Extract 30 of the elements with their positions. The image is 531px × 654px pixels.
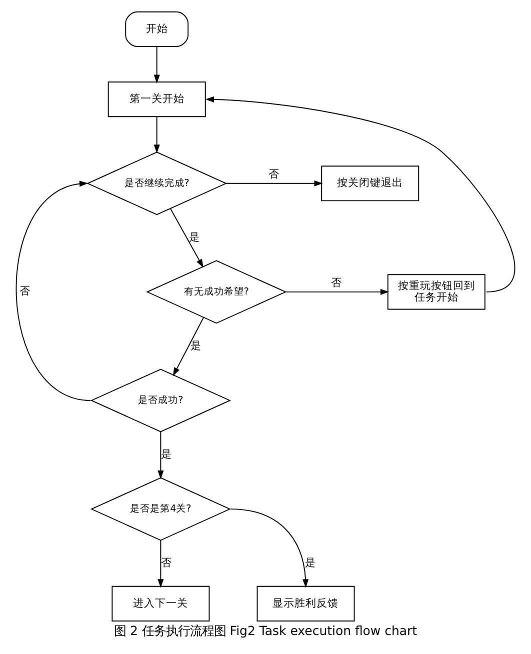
caption: 图 2 任务执行流程图 Fig2 Task execution flow chart bbox=[114, 622, 418, 638]
node-diamond: 有无成功希望? bbox=[146, 260, 287, 324]
edge-label: 否 bbox=[268, 168, 280, 180]
arrow bbox=[230, 508, 309, 588]
arrow bbox=[285, 288, 390, 295]
edge-label: 否 bbox=[331, 276, 342, 289]
edge-label: 否 bbox=[20, 286, 31, 298]
edge-label: 是 bbox=[190, 340, 202, 352]
arrow bbox=[158, 540, 164, 588]
arrow bbox=[226, 180, 323, 186]
arrow bbox=[16, 180, 92, 401]
edge-label: 是 bbox=[188, 231, 200, 244]
node-diamond: 是否成功? bbox=[90, 368, 232, 432]
node-box: 开始 bbox=[125, 11, 189, 47]
arrow bbox=[170, 208, 204, 268]
node-diamond: 是否继续完成? bbox=[86, 152, 228, 216]
node-box: 按关闭键退出 bbox=[321, 166, 420, 202]
node-box: 第一关开始 bbox=[108, 82, 206, 118]
node-diamond: 是否是第4关? bbox=[90, 477, 232, 541]
arrow bbox=[172, 317, 204, 376]
node-box: 进入下一关 bbox=[112, 586, 210, 622]
edge-label: 否 bbox=[160, 557, 172, 570]
edge-label: 是 bbox=[305, 557, 316, 570]
arrow bbox=[205, 96, 516, 292]
node-box: 显示胜利反馈 bbox=[256, 586, 355, 622]
arrow bbox=[154, 116, 160, 154]
node-box: 按重玩按钮回到任务开始 bbox=[387, 274, 486, 310]
edge-label: 是 bbox=[160, 448, 172, 460]
arrow bbox=[158, 431, 164, 480]
arrow bbox=[154, 46, 160, 84]
